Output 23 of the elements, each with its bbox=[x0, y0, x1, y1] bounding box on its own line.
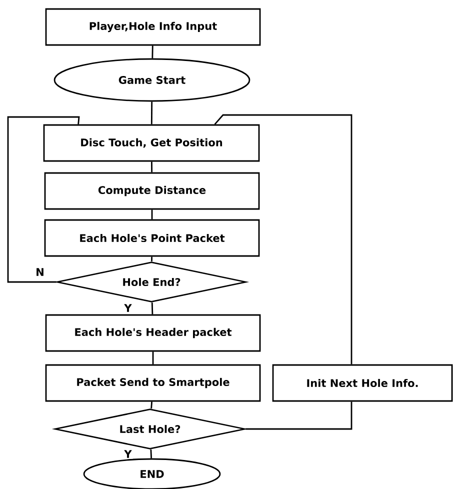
connector-line bbox=[152, 46, 154, 58]
connector-line bbox=[150, 402, 152, 409]
connector-line bbox=[151, 302, 154, 314]
process-box: Disc Touch, Get Position bbox=[43, 124, 260, 162]
connector-line bbox=[7, 116, 80, 283]
connector-line bbox=[152, 352, 154, 364]
process-box: Compute Distance bbox=[44, 172, 260, 210]
terminator-oval: Game Start bbox=[54, 58, 250, 102]
process-box: Each Hole's Header packet bbox=[45, 314, 261, 352]
connector-line bbox=[151, 210, 153, 220]
process-box: Packet Send to Smartpole bbox=[45, 364, 261, 402]
process-box: Init Next Hole Info. bbox=[272, 364, 453, 402]
process-box: Each Hole's Point Packet bbox=[44, 219, 260, 257]
connector-line bbox=[214, 114, 352, 364]
connector-line bbox=[246, 402, 352, 430]
edge-label: Y bbox=[123, 303, 133, 313]
edge-label: Y bbox=[123, 449, 133, 459]
connector-line bbox=[151, 256, 152, 262]
connector-line bbox=[151, 162, 152, 172]
connector-line bbox=[150, 102, 153, 124]
connector-line bbox=[150, 449, 152, 458]
edge-label: N bbox=[34, 267, 46, 277]
process-box: Player,Hole Info Input bbox=[45, 8, 261, 46]
